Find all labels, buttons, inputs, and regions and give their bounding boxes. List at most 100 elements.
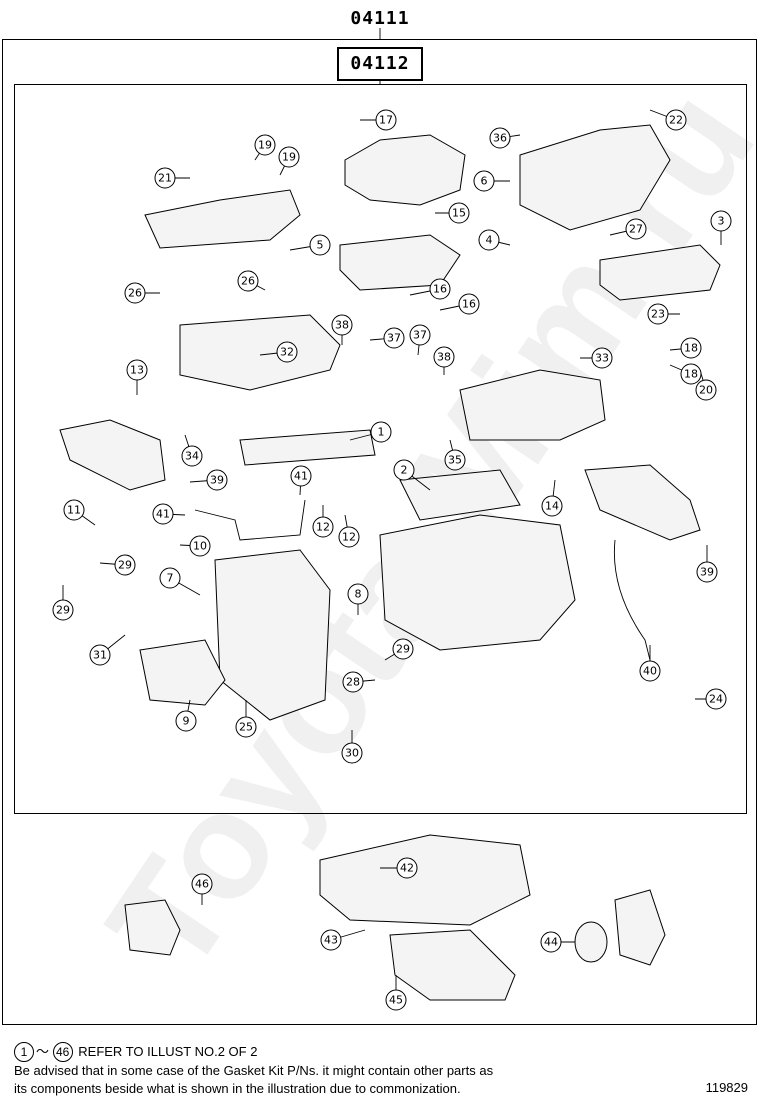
oil-dipstick-guide [613,539,651,661]
callout-10[interactable]: 10 [189,535,211,557]
callout-circle [448,202,470,224]
callout-12[interactable]: 12 [338,526,360,548]
callout-35[interactable]: 35 [444,449,466,471]
callout-23[interactable]: 23 [647,303,669,325]
callout-13[interactable]: 13 [126,359,148,381]
callout-11[interactable]: 11 [63,499,85,521]
callout-number: 18 [684,342,698,355]
callout-43[interactable]: 43 [320,929,342,951]
callout-28[interactable]: 28 [342,671,364,693]
callout-27[interactable]: 27 [625,218,647,240]
callout-6[interactable]: 6 [473,170,495,192]
callout-4[interactable]: 4 [478,229,500,251]
callout-15[interactable]: 15 [448,202,470,224]
oil-pan-lower [389,929,516,1001]
callout-number: 9 [183,715,190,728]
callout-circle [444,449,466,471]
callout-number: 6 [481,175,488,188]
callout-41[interactable]: 41 [152,503,174,525]
callout-8[interactable]: 8 [347,583,369,605]
callout-36[interactable]: 36 [489,127,511,149]
cylinder-head-cover-rh [519,124,671,231]
callout-number: 37 [413,329,427,342]
callout-14[interactable]: 14 [541,495,563,517]
callout-number: 23 [651,308,665,321]
callout-9[interactable]: 9 [175,710,197,732]
water-pump [139,639,226,706]
callout-circle [312,516,334,538]
callout-circle [181,445,203,467]
callout-5[interactable]: 5 [309,234,331,256]
oil-filter-bracket [124,899,181,956]
callout-circle [383,327,405,349]
callout-26[interactable]: 26 [124,282,146,304]
callout-26[interactable]: 26 [237,270,259,292]
callout-16[interactable]: 16 [429,278,451,300]
callout-1[interactable]: 1 [370,421,392,443]
callout-3[interactable]: 3 [710,210,732,232]
callout-number: 20 [699,384,713,397]
callout-19[interactable]: 19 [254,134,276,156]
callout-18[interactable]: 18 [680,363,702,385]
callout-46[interactable]: 46 [191,873,213,895]
callout-circle [114,554,136,576]
callout-40[interactable]: 40 [639,660,661,682]
callout-29[interactable]: 29 [392,638,414,660]
callout-39[interactable]: 39 [206,469,228,491]
callout-21[interactable]: 21 [154,167,176,189]
callout-45[interactable]: 45 [385,989,407,1011]
callout-33[interactable]: 33 [591,347,613,369]
callout-30[interactable]: 30 [341,742,363,764]
callout-29[interactable]: 29 [114,554,136,576]
advisory-line-1: Be advised that in some case of the Gask… [14,1063,494,1078]
callout-number: 19 [282,151,296,164]
callout-38[interactable]: 38 [433,346,455,368]
callout-circle [189,535,211,557]
refer-start-number: 1 [14,1042,34,1062]
callout-number: 29 [396,643,410,656]
cylinder-block [379,514,576,651]
callout-32[interactable]: 32 [276,341,298,363]
callout-7[interactable]: 7 [159,567,181,589]
figure-number: 119829 [705,1080,748,1095]
callout-16[interactable]: 16 [458,293,480,315]
callout-37[interactable]: 37 [383,327,405,349]
callout-31[interactable]: 31 [89,644,111,666]
callout-39[interactable]: 39 [696,561,718,583]
callout-number: 21 [158,172,172,185]
cylinder-head-lh [179,314,341,391]
callout-34[interactable]: 34 [181,445,203,467]
camshaft-housing [599,244,721,301]
callout-24[interactable]: 24 [705,688,727,710]
refer-note: 1～ 46 REFER TO ILLUST NO.2 OF 2 [14,1041,257,1062]
refer-text: REFER TO ILLUST NO.2 OF 2 [78,1044,258,1059]
part-shapes [59,124,721,1001]
callout-38[interactable]: 38 [331,314,353,336]
callout-circle [625,218,647,240]
callout-2[interactable]: 2 [393,459,415,481]
callout-20[interactable]: 20 [695,379,717,401]
callout-circle [473,170,495,192]
callout-12[interactable]: 12 [312,516,334,538]
callout-17[interactable]: 17 [375,109,397,131]
callout-44[interactable]: 44 [540,931,562,953]
callout-circle [393,459,415,481]
callout-number: 16 [462,298,476,311]
callout-circle [235,716,257,738]
callout-29[interactable]: 29 [52,599,74,621]
callout-37[interactable]: 37 [409,324,431,346]
callout-number: 16 [433,283,447,296]
callout-42[interactable]: 42 [396,857,418,879]
callout-19[interactable]: 19 [278,146,300,168]
callout-circle [591,347,613,369]
callout-circle [206,469,228,491]
callout-number: 46 [195,878,209,891]
callout-18[interactable]: 18 [680,337,702,359]
callout-41[interactable]: 41 [290,465,312,487]
callout-number: 2 [401,464,408,477]
callout-22[interactable]: 22 [665,109,687,131]
callout-number: 39 [700,566,714,579]
callout-25[interactable]: 25 [235,716,257,738]
callout-circle [680,363,702,385]
callout-number: 44 [544,936,558,949]
